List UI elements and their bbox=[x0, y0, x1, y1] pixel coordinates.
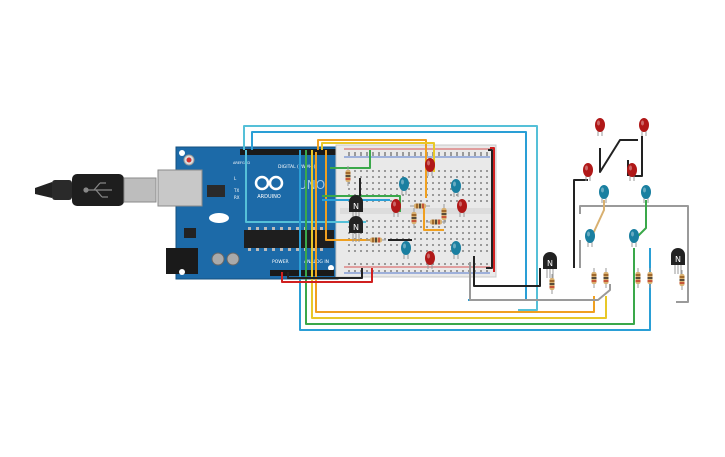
reset-button-cap bbox=[186, 157, 192, 163]
center-channel bbox=[340, 208, 492, 214]
red-led[interactable] bbox=[425, 158, 435, 176]
blue-led[interactable] bbox=[629, 229, 639, 247]
transistors: N N N N bbox=[349, 195, 685, 278]
wire-black bbox=[287, 268, 363, 279]
usb-cable-end bbox=[35, 182, 52, 198]
red-led[interactable] bbox=[457, 199, 467, 217]
digital-label: DIGITAL (PWM~) bbox=[278, 164, 316, 170]
usb-strain-relief bbox=[52, 180, 72, 200]
red-led[interactable] bbox=[627, 163, 637, 181]
wire-blue bbox=[299, 150, 651, 331]
wire-cyan bbox=[243, 125, 538, 311]
tx-label: TX bbox=[233, 188, 239, 193]
resistor[interactable] bbox=[426, 219, 446, 225]
blue-led[interactable] bbox=[451, 241, 461, 259]
wires bbox=[243, 125, 689, 331]
wire-green bbox=[305, 150, 635, 325]
blue-led[interactable] bbox=[641, 185, 651, 203]
regulator bbox=[184, 228, 196, 238]
resistor[interactable] bbox=[410, 203, 430, 209]
led-lead bbox=[591, 200, 605, 237]
wire-black bbox=[632, 136, 643, 177]
blue-led[interactable] bbox=[451, 179, 461, 197]
resistor[interactable] bbox=[591, 268, 597, 288]
capacitor bbox=[226, 252, 240, 266]
red-led[interactable] bbox=[639, 118, 649, 136]
wire-gray bbox=[469, 262, 611, 301]
resistor[interactable] bbox=[647, 268, 653, 288]
mounting-hole bbox=[179, 150, 185, 156]
wire-orange bbox=[325, 150, 372, 241]
red-led[interactable] bbox=[391, 199, 401, 217]
mounting-hole bbox=[209, 213, 229, 223]
red-led[interactable] bbox=[425, 251, 435, 269]
chip-pins bbox=[248, 227, 323, 251]
aref-label: AREF bbox=[233, 161, 242, 165]
power-label: POWER bbox=[272, 259, 289, 265]
wire-green bbox=[635, 200, 647, 239]
usb-symbol-icon bbox=[83, 182, 112, 198]
npn-transistor[interactable]: N bbox=[671, 248, 685, 274]
digital-header bbox=[240, 149, 336, 155]
power-analog-header bbox=[270, 270, 334, 276]
npn-transistor[interactable]: N bbox=[543, 252, 557, 278]
atmega-chip bbox=[244, 230, 334, 248]
blue-led[interactable] bbox=[599, 185, 609, 203]
wire-black bbox=[473, 256, 541, 287]
resistor[interactable] bbox=[679, 270, 685, 290]
rx-label: RX bbox=[234, 195, 240, 200]
resistor[interactable] bbox=[635, 268, 641, 288]
resistor[interactable] bbox=[366, 237, 386, 243]
transistor-label: N bbox=[353, 202, 359, 211]
arduino-infinity-logo bbox=[254, 175, 284, 191]
blue-led[interactable] bbox=[399, 177, 409, 195]
wire-yellow bbox=[311, 150, 607, 319]
wire-orange bbox=[423, 206, 444, 231]
blue-led[interactable] bbox=[585, 229, 595, 247]
wire-green bbox=[330, 150, 371, 169]
wire-yellow bbox=[321, 142, 435, 172]
usb-chip bbox=[207, 185, 225, 197]
wire-black bbox=[599, 139, 638, 173]
usb-plug-metal bbox=[123, 177, 157, 203]
resistors bbox=[345, 166, 685, 294]
leds bbox=[391, 118, 651, 269]
brand-label: ARDUINO bbox=[257, 194, 281, 200]
resistor[interactable] bbox=[549, 274, 555, 294]
transistor-label: N bbox=[353, 223, 359, 232]
wire-orange bbox=[315, 152, 595, 313]
breadboard-holes bbox=[348, 152, 488, 272]
wire-gray bbox=[579, 205, 689, 303]
blue-led[interactable] bbox=[401, 241, 411, 259]
l-label: L bbox=[234, 176, 237, 181]
wire-black bbox=[486, 149, 493, 269]
usb-cable bbox=[35, 174, 157, 206]
transistor-label: N bbox=[547, 259, 553, 268]
transistor-label: N bbox=[675, 255, 681, 264]
resistor[interactable] bbox=[603, 268, 609, 288]
resistor[interactable] bbox=[345, 166, 351, 186]
resistor[interactable] bbox=[441, 204, 447, 224]
arduino-board[interactable]: ARDUINO UNO DIGITAL (PWM~) POWER ANALOG … bbox=[157, 146, 339, 280]
wire-red bbox=[490, 147, 495, 272]
red-led[interactable] bbox=[583, 163, 593, 181]
wire-red bbox=[281, 268, 373, 283]
mounting-hole bbox=[179, 269, 185, 275]
usb-port bbox=[157, 169, 203, 207]
wire-black bbox=[573, 179, 588, 268]
capacitor bbox=[211, 252, 225, 266]
mounting-hole bbox=[328, 265, 334, 271]
npn-transistor[interactable]: N bbox=[349, 216, 363, 242]
red-led[interactable] bbox=[595, 118, 605, 136]
resistor[interactable] bbox=[411, 208, 417, 228]
